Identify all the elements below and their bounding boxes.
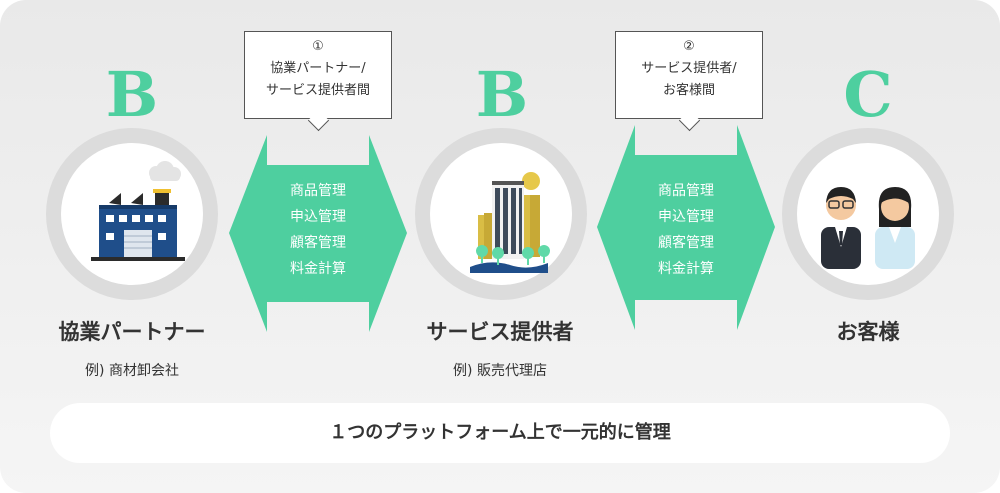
footer-banner: １つのプラットフォーム上で一元的に管理	[50, 403, 950, 463]
node-name-partner: 協業パートナー	[58, 320, 206, 344]
arrow-items-link-1: 商品管理 申込管理 顧客管理 料金計算	[263, 178, 373, 282]
node-circle-provider	[415, 128, 587, 300]
node-letter-partner: B	[105, 58, 159, 131]
node-letter-provider: B	[475, 58, 529, 131]
customers-icon	[821, 187, 915, 269]
list-item: 申込管理	[290, 209, 346, 225]
arrow-items-link-2: 商品管理 申込管理 顧客管理 料金計算	[631, 178, 741, 282]
office-building-icon	[470, 172, 550, 273]
double-arrow-link-1	[229, 135, 407, 332]
callout-line: 協業パートナー/	[270, 61, 366, 76]
node-circle-customer	[782, 128, 954, 300]
node-example-provider: 例) 販売代理店	[453, 363, 547, 379]
callout-line: お客様間	[662, 83, 715, 98]
list-item: 料金計算	[290, 261, 346, 277]
list-item: 商品管理	[658, 183, 714, 199]
double-arrow-link-2	[597, 125, 775, 330]
factory-icon	[91, 161, 185, 261]
callout-number: ②	[683, 39, 695, 54]
callout-line: サービス提供者/	[641, 61, 737, 76]
callout-link-2: ② サービス提供者/ お客様間	[615, 31, 763, 132]
list-item: 顧客管理	[290, 235, 346, 251]
callout-link-1: ① 協業パートナー/ サービス提供者間	[244, 31, 392, 132]
list-item: 申込管理	[658, 209, 714, 225]
node-example-partner: 例) 商材卸会社	[85, 363, 179, 379]
callout-line: サービス提供者間	[265, 83, 370, 98]
list-item: 料金計算	[658, 261, 714, 277]
node-name-provider: サービス提供者	[426, 320, 574, 344]
list-item: 顧客管理	[658, 235, 714, 251]
list-item: 商品管理	[290, 183, 346, 199]
node-name-customer: お客様	[836, 320, 900, 344]
callout-number: ①	[312, 39, 324, 54]
node-circle-partner	[46, 128, 218, 300]
node-letter-customer: C	[843, 58, 893, 131]
